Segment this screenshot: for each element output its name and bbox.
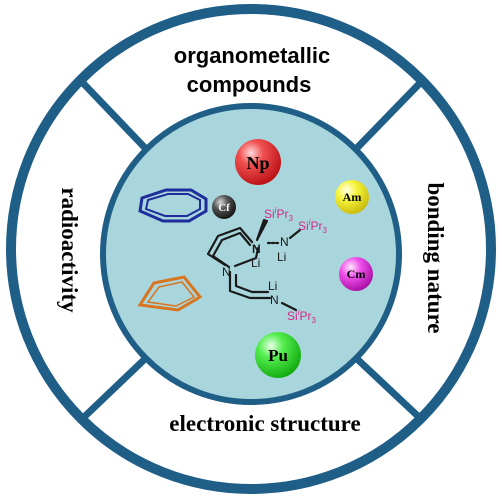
silyl-top: SiiPr3 (264, 206, 293, 223)
cf-sphere: Cf (212, 195, 236, 219)
am-symbol: Am (343, 190, 362, 204)
atom-n-low: N (270, 293, 279, 307)
si-right-sup: i (309, 218, 311, 227)
label-organometallic: organometallic (174, 43, 330, 68)
cm-sphere: Cm (339, 257, 373, 291)
bond-wedge (255, 218, 269, 242)
np-ball (235, 139, 281, 185)
divider-top-right (352, 79, 424, 153)
divider-bottom-right (352, 354, 424, 422)
si-top-sup: i (275, 206, 277, 215)
si-right-si: Si (298, 219, 309, 233)
pu-sphere: Pu (255, 332, 301, 378)
si-low-sup: i (298, 308, 300, 317)
si-right-num: 3 (322, 226, 327, 235)
np-sphere: Np (235, 139, 281, 185)
bond-arm-right (233, 246, 260, 268)
am-sphere: Am (335, 180, 369, 214)
inner-circle (100, 103, 402, 405)
ligand-labels: N N Li N Li Li N (222, 235, 289, 307)
atom-li-main: Li (251, 256, 260, 270)
cp-outer (137, 275, 203, 312)
svg-text:SiiPr3: SiiPr3 (298, 218, 327, 235)
atom-n-left: N (222, 265, 231, 279)
bond-arm-lower-b (234, 273, 270, 294)
label-electronic-structure: electronic structure (169, 411, 360, 436)
bond-n-si-low (280, 301, 298, 312)
ring-dividers (79, 79, 424, 422)
silyl-right: SiiPr3 (298, 218, 327, 235)
am-ball (335, 180, 369, 214)
si-top-pr: Pr (276, 207, 288, 221)
label-compounds: compounds (187, 72, 312, 97)
si-top-si: Si (264, 207, 275, 221)
cot-ring-icon (138, 188, 208, 223)
atom-li-right: Li (277, 250, 286, 264)
cot-inner (144, 193, 201, 217)
pu-ball (255, 332, 301, 378)
si-low-pr: Pr (299, 309, 311, 323)
divider-bottom-left (79, 354, 150, 422)
cm-symbol: Cm (347, 267, 366, 281)
label-bonding-nature: bonding nature (423, 182, 448, 333)
bond-n-si-right (288, 228, 302, 240)
bond-arm-lower (228, 270, 272, 300)
cot-outer (138, 188, 208, 223)
si-low-si: Si (287, 309, 298, 323)
cm-ball (339, 257, 373, 291)
si-right-pr: Pr (310, 219, 322, 233)
atom-li-low: Li (268, 279, 277, 293)
atom-n-right: N (280, 235, 289, 249)
ligand-skeleton (206, 218, 302, 312)
atom-n-main: N (252, 242, 261, 256)
cp-ring-icon (137, 275, 203, 312)
divider-top-left (79, 79, 150, 153)
bond-arm-left-inner (211, 231, 252, 269)
cf-ball (212, 195, 236, 219)
si-low-num: 3 (311, 316, 316, 325)
si-top-num: 3 (288, 214, 293, 223)
cf-symbol: Cf (218, 202, 230, 214)
svg-text:SiiPr3: SiiPr3 (287, 308, 316, 325)
label-radioactivity: radioactivity (57, 187, 82, 313)
svg-text:SiiPr3: SiiPr3 (264, 206, 293, 223)
np-symbol: Np (246, 153, 269, 173)
cp-inner (146, 281, 196, 307)
pu-symbol: Pu (268, 346, 288, 365)
silyl-low: SiiPr3 (287, 308, 316, 325)
